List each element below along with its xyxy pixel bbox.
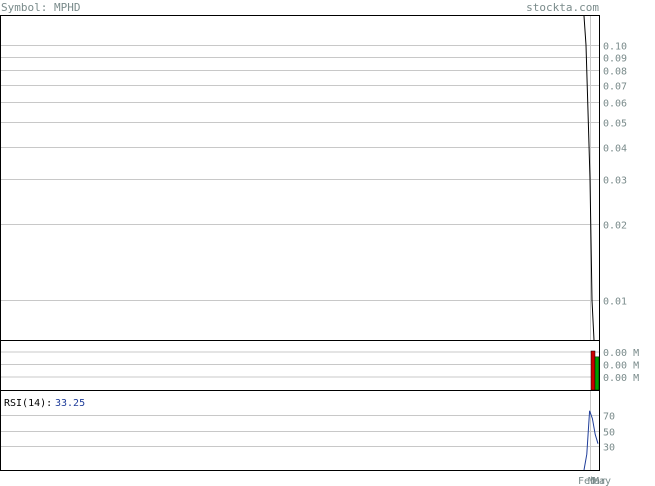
x-tick-label: Feb [578,476,596,486]
price-tick-label: 0.05 [603,119,627,130]
rsi-line [583,410,599,471]
volume-bar-up [594,356,600,391]
price-tick-label: 0.09 [603,54,627,65]
rsi-tick-label: 70 [603,412,615,423]
price-tick-label: 0.06 [603,99,627,110]
volume-tick-label: 0.00 M [603,361,639,372]
volume-tick-label: 0.00 M [603,373,639,384]
price-line [583,15,595,341]
volume-grid [1,351,599,378]
x-tick-label: Mar [588,476,606,486]
rsi-tick-label: 30 [603,443,615,454]
symbol-label: Symbol: MPHD [1,1,80,14]
price-tick-label: 0.01 [603,297,627,308]
rsi-panel-border [0,390,600,471]
rsi-axis: 70 50 30 [603,412,615,454]
price-tick-label: 0.08 [603,67,627,78]
volume-axis: 0.00 M0.00 M0.00 M [603,348,639,384]
volume-tick-label: 0.00 M [603,348,639,359]
volume-bar-down [590,350,596,391]
price-axis: 0.100.09 0.08 0.07 0.06 0.05 0.04 0.03 0.02 0.01 [603,42,627,308]
price-grid [1,16,599,340]
rsi-label: RSI(14): [4,398,52,409]
rsi-value: 33.25 [55,398,85,409]
x-tick-label: May [593,476,611,486]
price-tick-label: 0.04 [603,144,627,155]
price-panel-border [0,15,600,341]
volume-panel-border [0,340,600,391]
volume-panel: 0.00 M0.00 M0.00 M [0,340,639,391]
price-tick-label: 0.02 [603,221,627,232]
price-tick-label: 0.07 [603,82,627,93]
price-tick-label: 0.10 [603,42,627,53]
volume-bars [590,350,600,391]
price-tick-label: 0.03 [603,176,627,187]
price-panel: 0.100.09 0.08 0.07 0.06 0.05 0.04 0.03 0.02 0.01 [0,15,627,341]
rsi-panel: 70 50 30 RSI(14): 33.25 [0,390,615,471]
rsi-grid [1,391,599,470]
rsi-tick-label: 50 [603,428,615,439]
brand-label: stockta.com [526,1,599,14]
